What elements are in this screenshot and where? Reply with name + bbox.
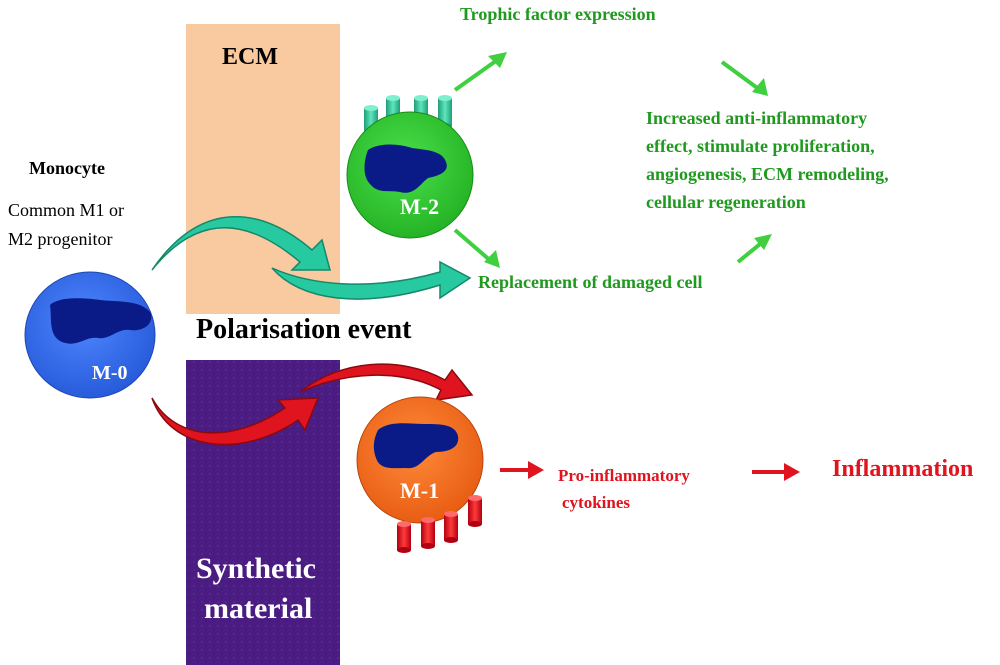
progenitor-line1: Common M1 or: [8, 200, 125, 220]
outcome-line4: cellular regeneration: [646, 192, 806, 212]
receptor-icon: [397, 521, 411, 553]
m0-nucleus: [50, 298, 152, 344]
receptor-icon: [468, 495, 482, 527]
green-arrow-to-replacement: [453, 228, 500, 268]
replacement-label: Replacement of damaged cell: [478, 272, 703, 292]
m1-receptors: [397, 495, 482, 553]
ecm-label: ECM: [222, 44, 278, 70]
m1-label: M-1: [400, 478, 440, 503]
outcome-line3: angiogenesis, ECM remodeling,: [646, 164, 889, 184]
green-arrow-to-trophic: [453, 52, 507, 92]
m0-label: M-0: [92, 362, 128, 384]
inflammation-label: Inflammation: [832, 456, 974, 482]
synthetic-material-block: [186, 360, 340, 665]
receptor-icon: [421, 517, 435, 549]
green-arrow-replacement-to-outcome: [736, 234, 772, 264]
m2-label: M-2: [400, 194, 440, 219]
red-arrow-to-cytokines: [500, 461, 544, 479]
m1-nucleus: [373, 423, 459, 469]
red-arrow-to-inflammation: [752, 463, 800, 481]
monocyte-title: Monocyte: [29, 158, 105, 178]
cytokines-line2: cytokines: [562, 493, 630, 512]
m2-nucleus: [364, 144, 447, 193]
progenitor-line2: M2 progenitor: [8, 229, 113, 249]
cytokines-line1: Pro-inflammatory: [558, 466, 690, 485]
receptor-icon: [444, 511, 458, 543]
outcome-line2: effect, stimulate proliferation,: [646, 136, 875, 156]
trophic-factor-label: Trophic factor expression: [460, 4, 656, 24]
teal-curved-arrow-upper: [151, 215, 331, 271]
green-arrow-trophic-to-outcome: [720, 60, 768, 96]
synthetic-label-line2: material: [204, 592, 313, 625]
red-curved-arrow-upper: [299, 363, 474, 401]
red-curved-arrow-lower: [151, 397, 320, 446]
synthetic-label-line1: Synthetic: [196, 552, 316, 585]
polarisation-event-label: Polarisation event: [196, 314, 412, 345]
outcome-line1: Increased anti-inflammatory: [646, 108, 868, 128]
teal-curved-arrow-lower: [271, 260, 472, 300]
